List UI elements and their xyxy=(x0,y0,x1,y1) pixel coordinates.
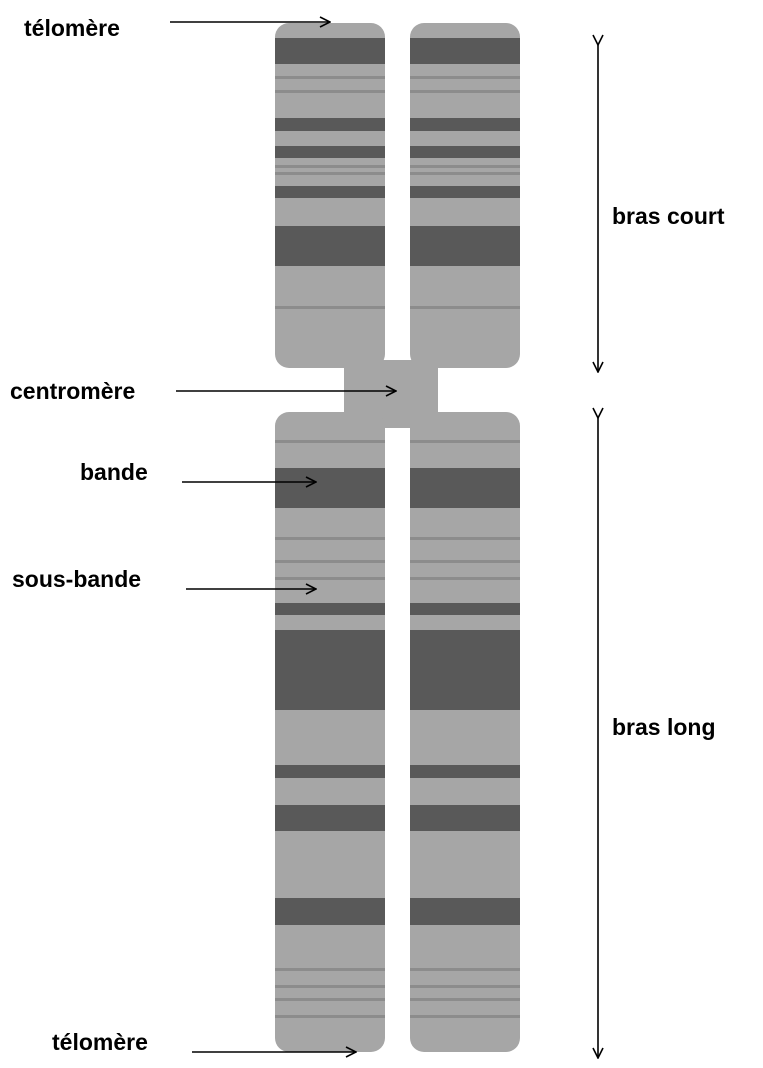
chromosome-sub-band xyxy=(275,998,385,1001)
chromosome-band xyxy=(410,805,520,831)
bras-court-label: bras court xyxy=(612,203,725,229)
chromosome-sub-band xyxy=(275,306,385,309)
chromosome-band xyxy=(410,146,520,158)
chromosome-band xyxy=(410,118,520,131)
chromosome-band xyxy=(410,898,520,925)
chromosome-sub-band xyxy=(410,76,520,79)
chromosome-band xyxy=(275,603,385,615)
chromosome-sub-band xyxy=(410,440,520,443)
chromosome-band xyxy=(275,630,385,710)
chromosome-sub-band xyxy=(275,537,385,540)
chromosome-band xyxy=(275,805,385,831)
chromosome-sub-band xyxy=(275,172,385,175)
centromere-label: centromère xyxy=(10,378,135,404)
chromosome-sub-band xyxy=(410,968,520,971)
chromosome-band xyxy=(410,468,520,508)
bande-label: bande xyxy=(80,459,148,485)
long-arm-left-chromatid xyxy=(275,412,385,1052)
chromosome-sub-band xyxy=(275,165,385,168)
chromosome-band xyxy=(410,226,520,266)
chromosome-band xyxy=(410,603,520,615)
sous-bande-label: sous-bande xyxy=(12,566,141,592)
chromosome-sub-band xyxy=(410,90,520,93)
chromosome-sub-band xyxy=(410,306,520,309)
chromosome-band xyxy=(275,38,385,64)
bras-long-label: bras long xyxy=(612,714,716,740)
chromosome-sub-band xyxy=(275,985,385,988)
chromosome-sub-band xyxy=(410,577,520,580)
chromosome-band xyxy=(410,38,520,64)
chromosome-band xyxy=(275,146,385,158)
chromosome-band xyxy=(410,630,520,710)
chromosome-band xyxy=(275,898,385,925)
chromosome-sub-band xyxy=(275,577,385,580)
chromosome-sub-band xyxy=(410,172,520,175)
chromosome-band xyxy=(410,186,520,198)
chromosome-sub-band xyxy=(275,968,385,971)
short-arm-left-chromatid xyxy=(275,23,385,368)
chromosome-sub-band xyxy=(275,440,385,443)
chromosome-sub-band xyxy=(275,1015,385,1018)
chromosome-band xyxy=(275,765,385,778)
short-arm-right-chromatid xyxy=(410,23,520,368)
chromosome-band xyxy=(410,765,520,778)
chromosome-band xyxy=(275,226,385,266)
chromosome-sub-band xyxy=(410,537,520,540)
chromosome-band xyxy=(275,118,385,131)
chromosome-sub-band xyxy=(410,1015,520,1018)
long-arm-right-chromatid xyxy=(410,412,520,1052)
chromosome-sub-band xyxy=(275,90,385,93)
chromosome-band xyxy=(275,468,385,508)
chromosome-sub-band xyxy=(275,76,385,79)
chromosome-sub-band xyxy=(410,165,520,168)
chromosome-sub-band xyxy=(410,998,520,1001)
chromosome-sub-band xyxy=(275,560,385,563)
chromosome-sub-band xyxy=(410,985,520,988)
telomere-bottom-label: télomère xyxy=(52,1029,148,1055)
chromosome-band xyxy=(275,186,385,198)
telomere-top-label: télomère xyxy=(24,15,120,41)
chromosome-sub-band xyxy=(410,560,520,563)
